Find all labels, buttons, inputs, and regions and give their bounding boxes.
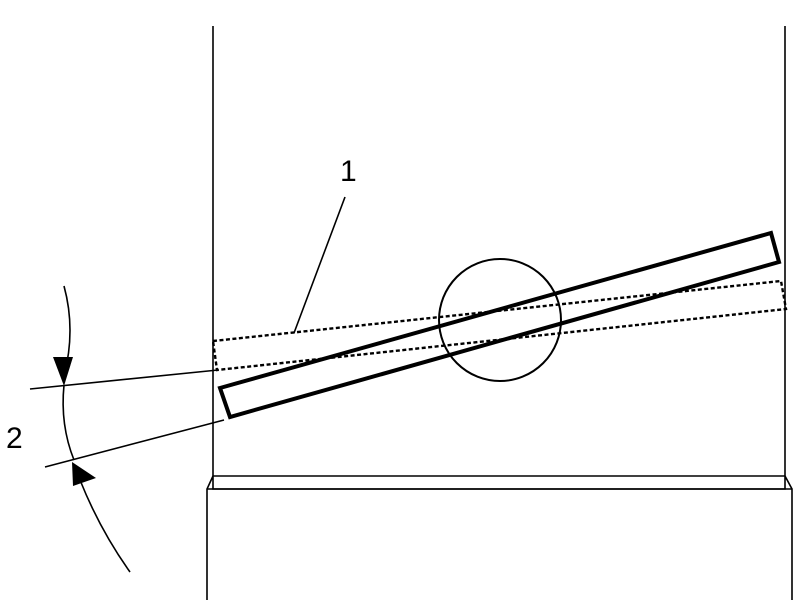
angle-arrow-lower xyxy=(72,462,96,486)
angle-extension-lower xyxy=(44,419,225,468)
pivot-circle xyxy=(438,258,562,382)
label-part-1: 1 xyxy=(340,155,357,188)
angle-extension-upper xyxy=(29,369,219,390)
label-part-2-angle: 2 xyxy=(6,422,23,455)
angle-arc-lower xyxy=(79,479,131,573)
tilted-plate xyxy=(217,230,782,420)
angle-arrow-upper xyxy=(53,357,73,386)
plate-initial-position-dashed xyxy=(211,279,788,372)
angle-arc-middle xyxy=(62,384,75,461)
lower-block-outline xyxy=(206,475,793,600)
leader-line-1 xyxy=(293,196,346,334)
